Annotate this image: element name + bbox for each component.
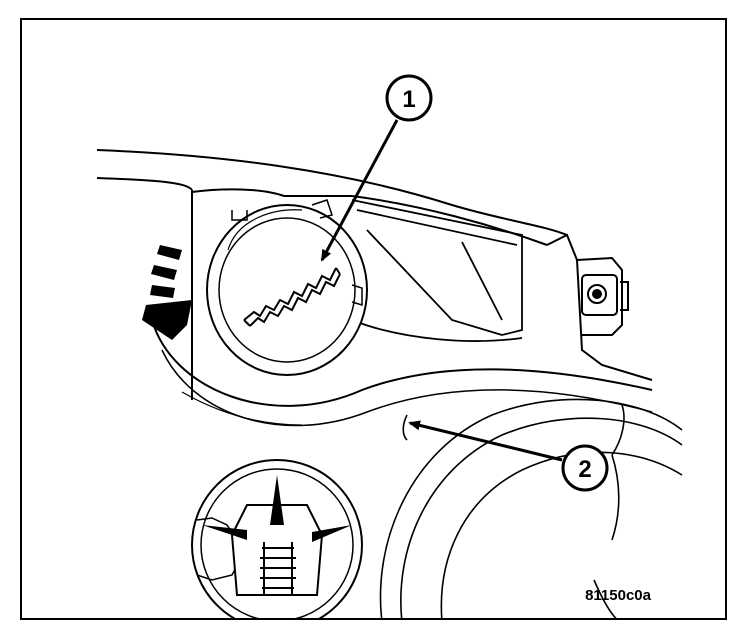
diagram-frame: 1 2 81150c0a bbox=[20, 18, 727, 620]
callout-1-leader bbox=[320, 119, 399, 262]
figure-reference-code: 81150c0a bbox=[585, 587, 651, 604]
callout-1-label: 1 bbox=[402, 86, 415, 113]
mounting-bracket bbox=[576, 256, 629, 336]
callout-2-leader bbox=[408, 420, 563, 462]
reflector-cavity bbox=[351, 199, 523, 342]
headlamp-lens bbox=[379, 398, 683, 618]
callout-2-label: 2 bbox=[578, 456, 591, 483]
callout-2: 2 bbox=[408, 420, 609, 492]
bulb-filament bbox=[243, 267, 341, 327]
rotation-arrow-icon bbox=[142, 245, 192, 340]
callout-1: 1 bbox=[320, 74, 433, 262]
headlamp-housing bbox=[96, 149, 653, 427]
adjuster-screw bbox=[191, 459, 363, 618]
bulb-socket bbox=[206, 199, 368, 376]
headlamp-illustration: 1 2 bbox=[96, 74, 683, 618]
